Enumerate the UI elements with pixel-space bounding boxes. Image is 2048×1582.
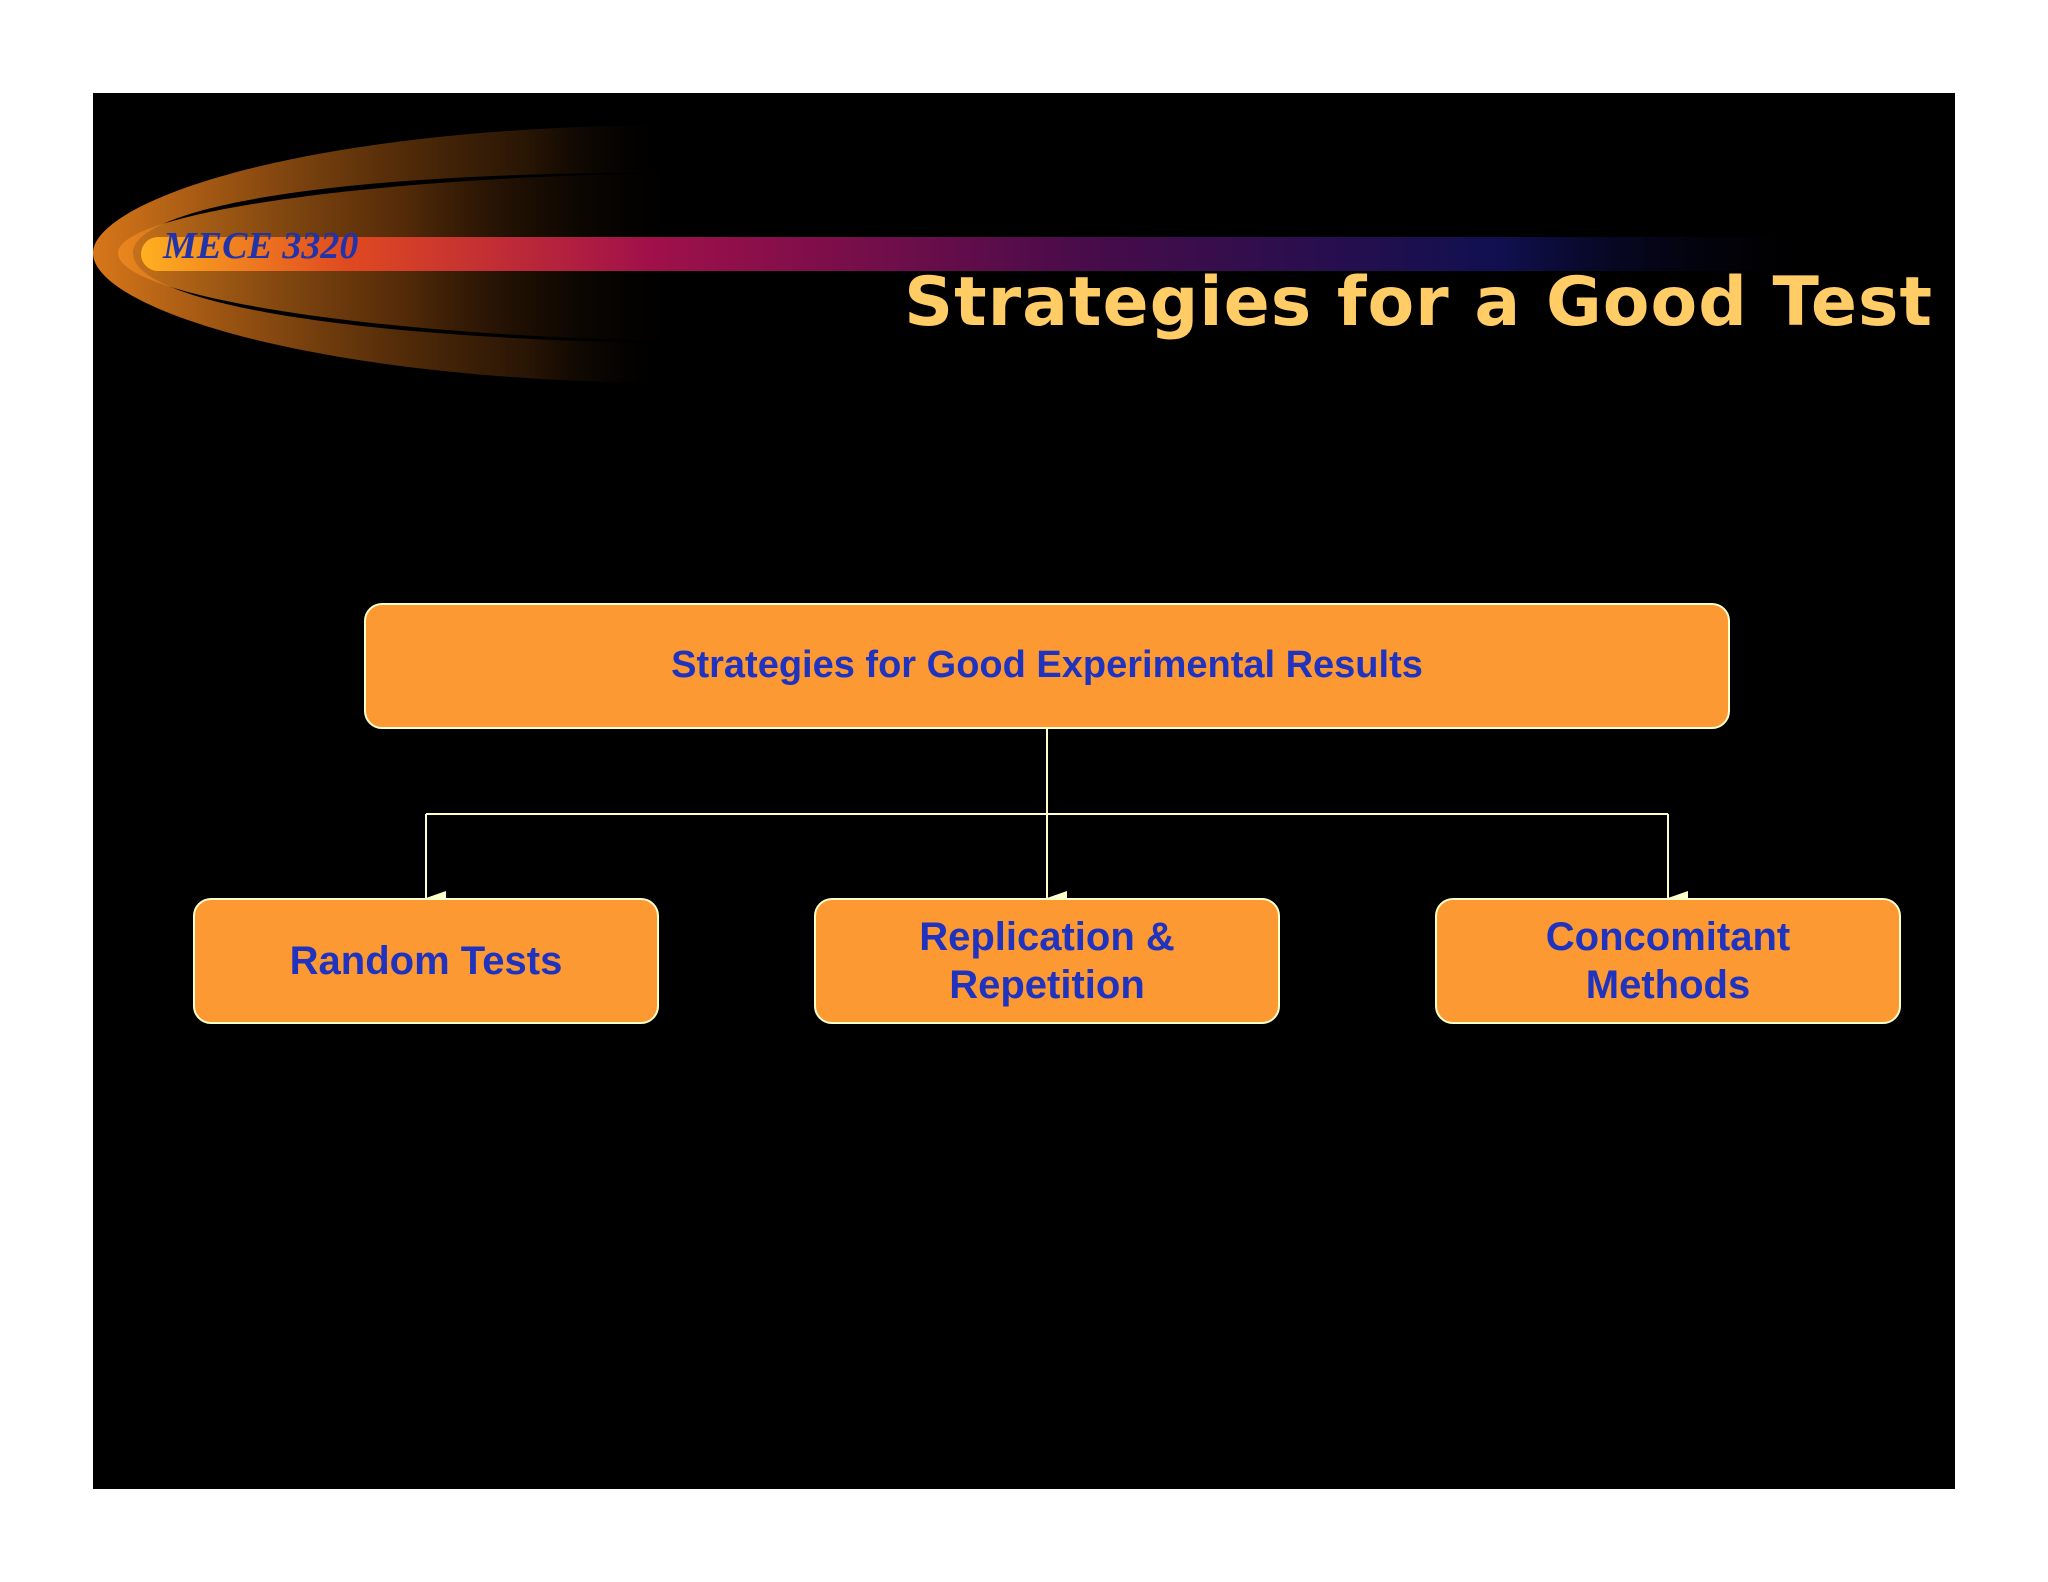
- child-node-label-line1: Concomitant: [1545, 915, 1791, 959]
- child-node-concomitant-methods: Concomitant Methods: [1435, 898, 1901, 1024]
- child-node-label-line2: Repetition: [949, 963, 1145, 1007]
- child-node-random-tests: Random Tests: [193, 898, 659, 1024]
- child-node-label-line1: Random Tests: [289, 939, 563, 983]
- child-node-replication-repetition: Replication & Repetition: [814, 898, 1280, 1024]
- slide: MECE 3320 Strategies for a Good Test Str…: [93, 93, 1955, 1489]
- child-node-label-line1: Replication &: [919, 915, 1175, 959]
- diagram-connectors: [425, 729, 1688, 905]
- slide-title: Strategies for a Good Test: [904, 263, 1933, 342]
- course-label: MECE 3320: [163, 225, 359, 267]
- child-node-label-line2: Methods: [1585, 963, 1751, 1007]
- root-node-strategies: Strategies for Good Experimental Results: [364, 603, 1730, 729]
- header-swoosh-graphic: [93, 125, 1841, 383]
- root-node-label: Strategies for Good Experimental Results: [671, 644, 1423, 687]
